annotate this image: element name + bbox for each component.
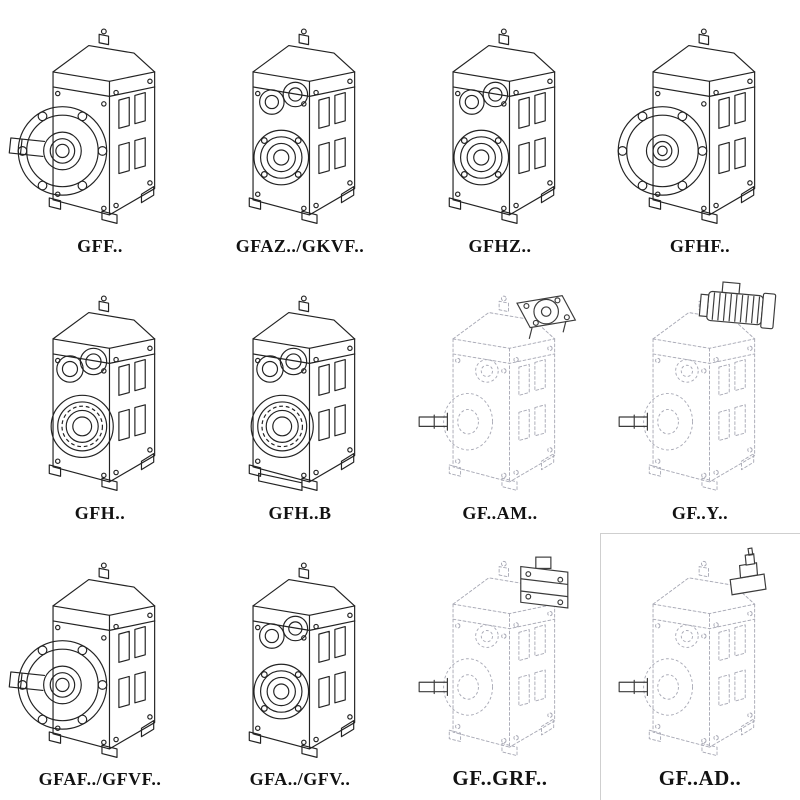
drawing-flange-gear-unit [2, 537, 198, 766]
drawing-gear-unit-with-motor [602, 271, 798, 500]
model-label: GFAZ../GKVF.. [235, 235, 365, 256]
gearbox-cell-gff: GFF.. [0, 0, 200, 267]
gearbox-cell-gfhz: GFHZ.. [400, 0, 600, 267]
drawing-gear-unit-motor-adapter-flange [402, 271, 598, 500]
model-label: GFA../GFV.. [249, 769, 351, 790]
gearbox-cell-gfh: GFH.. [0, 267, 200, 534]
model-label: GFHZ.. [468, 235, 532, 256]
gearbox-cell-gf-am: GF..AM.. [400, 267, 600, 534]
model-label: GF..GRF.. [452, 765, 548, 790]
drawing-shaft-mounted-gear-unit [202, 537, 398, 766]
drawing-gear-unit-adapter-block [402, 537, 598, 763]
model-label: GF..AD.. [658, 765, 742, 790]
gearbox-cell-gf-grf: GF..GRF.. [400, 533, 600, 800]
gearbox-cell-gfaf-gfvf: GFAF../GFVF.. [0, 533, 200, 800]
model-label: GFF.. [77, 235, 123, 256]
model-label: GFHF.. [669, 235, 731, 256]
drawing-gear-unit-input-adapter [602, 537, 798, 763]
drawing-hollow-shaft-bearing-gear-unit [2, 271, 198, 500]
model-label: GF..AM.. [462, 502, 538, 523]
model-label: GFH..B [268, 502, 332, 523]
model-label: GF..Y.. [671, 502, 729, 523]
gearbox-cell-gfaz-gkvf: GFAZ../GKVF.. [200, 0, 400, 267]
drawing-shaft-mounted-gear-unit [202, 4, 398, 233]
drawing-hollow-shaft-flange-gear-unit [602, 4, 798, 233]
gearbox-cell-gfhf: GFHF.. [600, 0, 800, 267]
drawing-flange-gear-unit [2, 4, 198, 233]
model-label: GFAF../GFVF.. [38, 769, 162, 790]
gearbox-cell-gfa-gfv: GFA../GFV.. [200, 533, 400, 800]
drawing-hollow-shaft-gear-unit-fixing [202, 271, 398, 500]
gearbox-cell-gfh-b: GFH..B [200, 267, 400, 534]
drawing-hollow-shaft-gear-unit [402, 4, 598, 233]
model-label: GFH.. [74, 502, 126, 523]
gearbox-cell-gf-ad: GF..AD.. [600, 533, 800, 800]
gearbox-cell-gf-y: GF..Y.. [600, 267, 800, 534]
